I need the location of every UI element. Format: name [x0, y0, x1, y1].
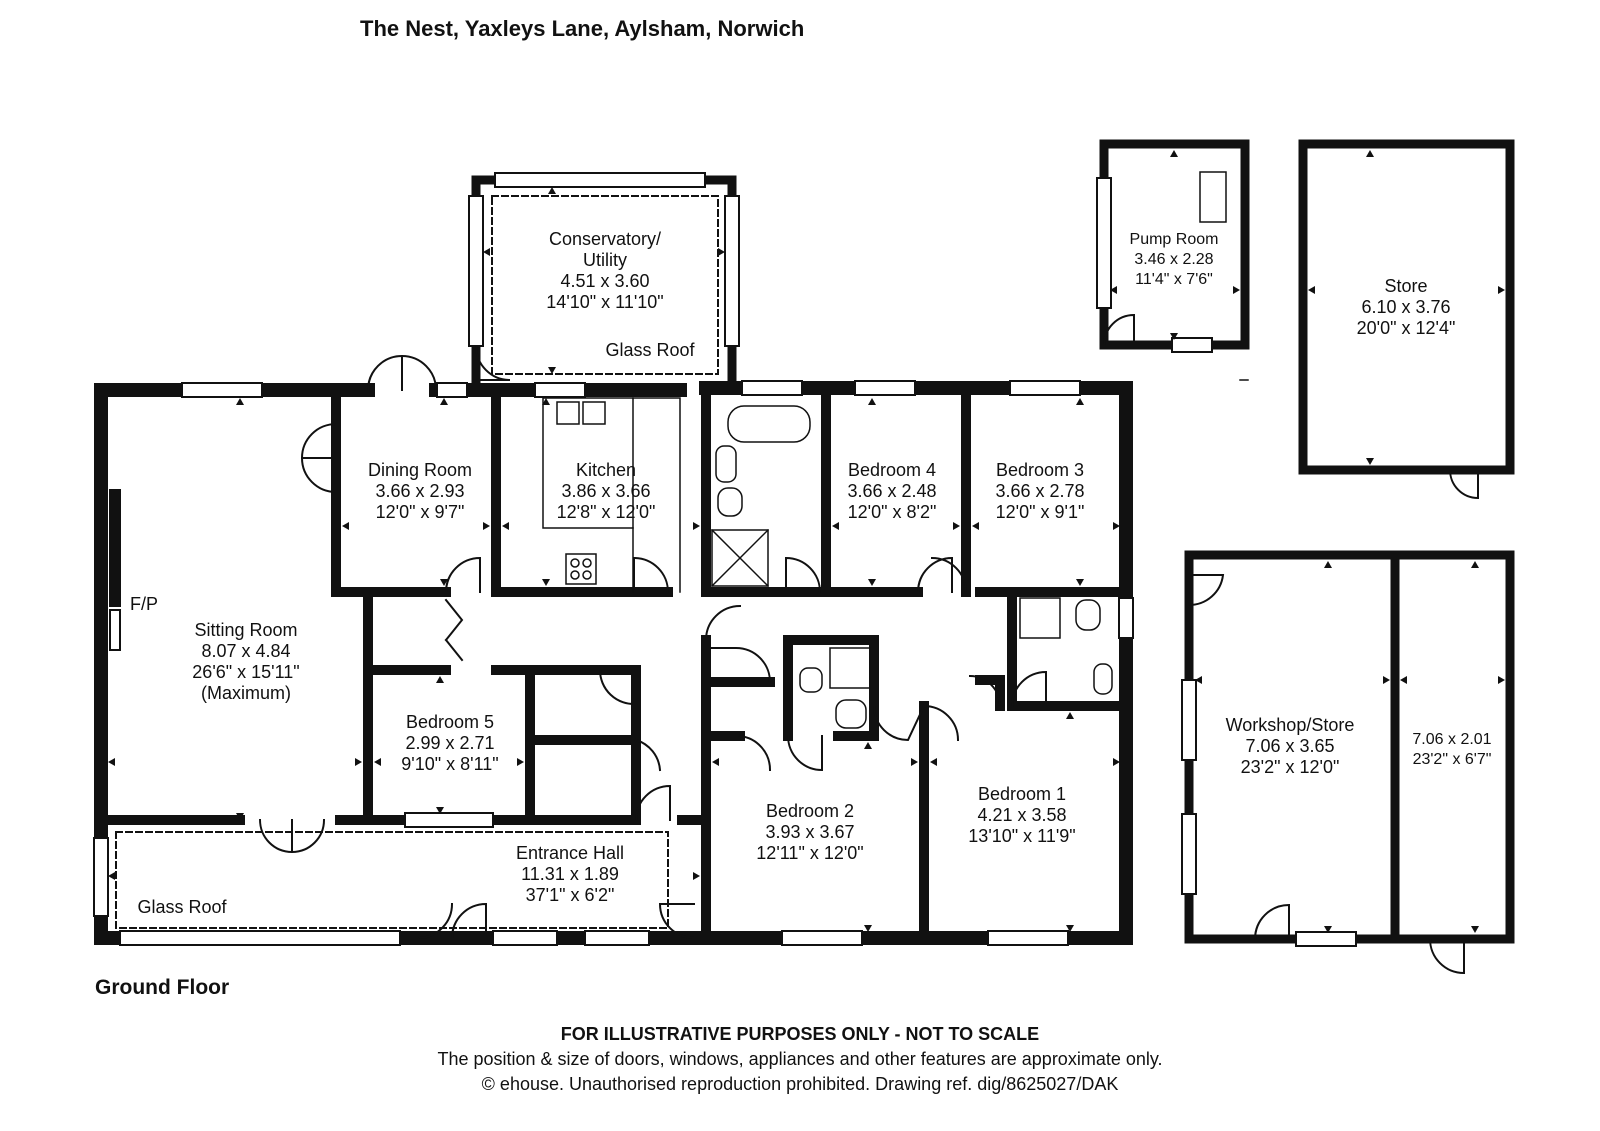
room-metric: 3.46 x 2.28: [1134, 251, 1213, 268]
room-imperial: 12'11" x 12'0": [756, 843, 863, 863]
room-name: Bedroom 4: [848, 460, 936, 480]
room-imperial: 11'4" x 7'6": [1135, 271, 1213, 288]
store-walls: [1298, 139, 1515, 475]
room-name: Kitchen: [576, 460, 636, 480]
room-bedroom-4: Bedroom 4 3.66 x 2.48 12'0" x 8'2": [847, 460, 936, 522]
room-name: Store: [1384, 276, 1427, 296]
room-imperial: 20'0" x 12'4": [1357, 318, 1456, 338]
windows: [93, 172, 1357, 947]
room-workshop: Workshop/Store 7.06 x 3.65 23'2" x 12'0": [1226, 715, 1355, 777]
room-name: Bedroom 1: [978, 784, 1066, 804]
room-imperial: 23'2" x 6'7": [1413, 751, 1492, 768]
room-metric: 8.07 x 4.84: [201, 641, 290, 661]
room-pump: Pump Room 3.46 x 2.28 11'4" x 7'6": [1130, 231, 1219, 288]
room-kitchen: Kitchen 3.86 x 3.66 12'8" x 12'0": [557, 460, 656, 522]
room-note: (Maximum): [201, 683, 291, 703]
room-dining: Dining Room 3.66 x 2.93 12'0" x 9'7": [368, 460, 472, 522]
room-annex: 7.06 x 2.01 23'2" x 6'7": [1412, 731, 1491, 768]
room-metric: 3.66 x 2.78: [995, 481, 1084, 501]
room-sitting: Sitting Room 8.07 x 4.84 26'6" x 15'11" …: [130, 594, 300, 703]
glass-roof-label: Glass Roof: [137, 897, 227, 917]
room-imperial: 9'10" x 8'11": [401, 754, 498, 774]
room-metric: 2.99 x 2.71: [405, 733, 494, 753]
room-imperial: 12'0" x 9'1": [996, 502, 1085, 522]
room-bedroom-5: Bedroom 5 2.99 x 2.71 9'10" x 8'11": [401, 712, 498, 774]
entrance-glass-roof: [115, 831, 669, 929]
room-metric: 3.86 x 3.66: [561, 481, 650, 501]
room-imperial: 12'0" x 9'7": [376, 502, 465, 522]
room-metric: 11.31 x 1.89: [521, 864, 619, 884]
floor-label: Ground Floor: [95, 976, 230, 999]
room-name: Dining Room: [368, 460, 472, 480]
room-name: Conservatory/: [549, 229, 661, 249]
room-name: Entrance Hall: [516, 843, 624, 863]
room-metric: 3.66 x 2.48: [847, 481, 936, 501]
room-store: Store 6.10 x 3.76 20'0" x 12'4": [1357, 276, 1456, 338]
room-conservatory: Conservatory/ Utility 4.51 x 3.60 14'10"…: [546, 229, 695, 360]
fixtures: [542, 171, 1249, 729]
room-imperial: 12'0" x 8'2": [848, 502, 937, 522]
room-imperial: 12'8" x 12'0": [557, 502, 656, 522]
room-name: Workshop/Store: [1226, 715, 1355, 735]
copyright-text: © ehouse. Unauthorised reproduction proh…: [481, 1074, 1119, 1094]
glass-roof-label: Glass Roof: [605, 340, 695, 360]
disclaimer-footer: FOR ILLUSTRATIVE PURPOSES ONLY - NOT TO …: [0, 1024, 1600, 1095]
room-imperial: 26'6" x 15'11": [192, 662, 299, 682]
room-name: Bedroom 2: [766, 801, 854, 821]
room-metric: 4.51 x 3.60: [560, 271, 649, 291]
disclaimer-heading: FOR ILLUSTRATIVE PURPOSES ONLY - NOT TO …: [560, 1024, 1040, 1044]
disclaimer-text: The position & size of doors, windows, a…: [437, 1049, 1163, 1069]
room-bedroom-2: Bedroom 2 3.93 x 3.67 12'11" x 12'0": [756, 801, 863, 863]
conservatory-glass-roof: [491, 195, 719, 375]
room-imperial: 23'2" x 12'0": [1241, 757, 1340, 777]
room-metric: 6.10 x 3.76: [1361, 297, 1450, 317]
plan-title: The Nest, Yaxleys Lane, Aylsham, Norwich: [360, 16, 805, 41]
fireplace-label: F/P: [130, 594, 158, 614]
room-bedroom-1: Bedroom 1 4.21 x 3.58 13'10" x 11'9": [968, 784, 1075, 846]
door-swings: [258, 313, 1479, 975]
room-metric: 3.66 x 2.93: [375, 481, 464, 501]
room-metric: 4.21 x 3.58: [977, 805, 1066, 825]
room-bedroom-3: Bedroom 3 3.66 x 2.78 12'0" x 9'1": [995, 460, 1084, 522]
room-name: Sitting Room: [194, 620, 297, 640]
room-name: Bedroom 5: [406, 712, 494, 732]
room-metric: 7.06 x 3.65: [1245, 736, 1334, 756]
room-name-line2: Utility: [583, 250, 627, 270]
room-entrance-hall: Entrance Hall 11.31 x 1.89 37'1" x 6'2" …: [137, 843, 624, 917]
room-metric: 3.93 x 3.67: [765, 822, 854, 842]
interior-walls: [103, 393, 1123, 943]
room-imperial: 37'1" x 6'2": [526, 885, 615, 905]
room-imperial: 13'10" x 11'9": [968, 826, 1075, 846]
room-name: Pump Room: [1130, 231, 1219, 248]
room-name: Bedroom 3: [996, 460, 1084, 480]
room-metric: 7.06 x 2.01: [1412, 731, 1491, 748]
room-imperial: 14'10" x 11'10": [546, 292, 663, 312]
dimension-arrows: [108, 150, 1505, 933]
